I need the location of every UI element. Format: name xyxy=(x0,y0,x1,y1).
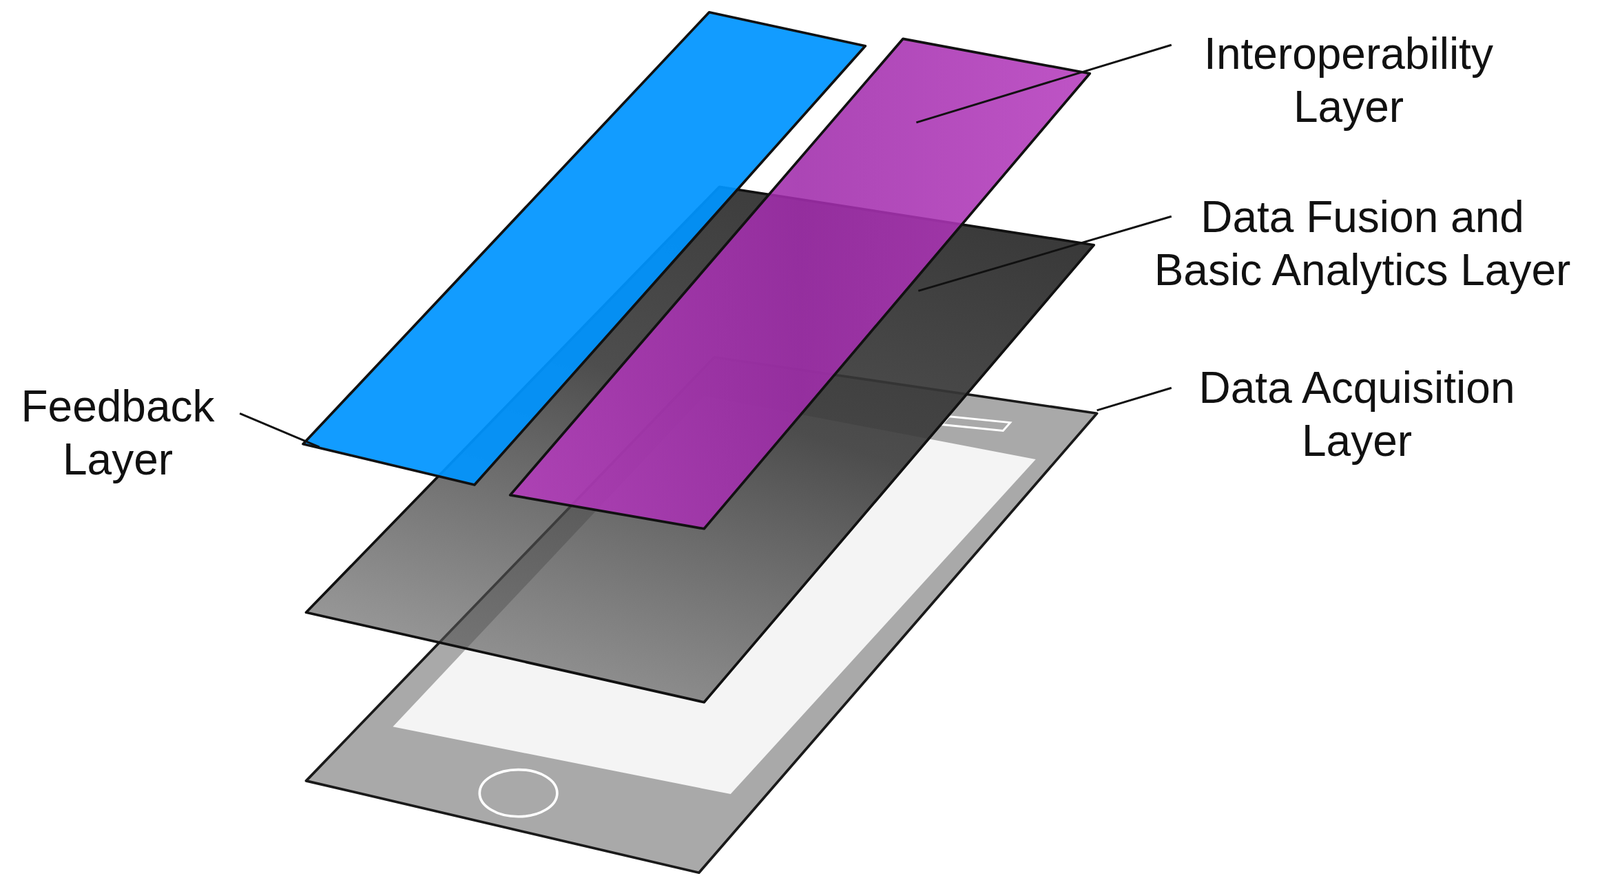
leader-line xyxy=(239,413,320,448)
layer-label: Interoperability Layer xyxy=(1183,27,1514,134)
speaker-slot xyxy=(941,416,1010,432)
leader-line xyxy=(1097,387,1172,411)
layer-label: Data Fusion and Basic Analytics Layer xyxy=(1147,190,1578,297)
leader-line xyxy=(918,216,1171,291)
home-button xyxy=(479,770,558,817)
leader-line xyxy=(916,44,1171,123)
layer-label: Feedback Layer xyxy=(4,380,232,487)
layer-label: Data Acquisition Layer xyxy=(1177,361,1536,468)
interoperability-layer-plate xyxy=(510,38,1090,529)
